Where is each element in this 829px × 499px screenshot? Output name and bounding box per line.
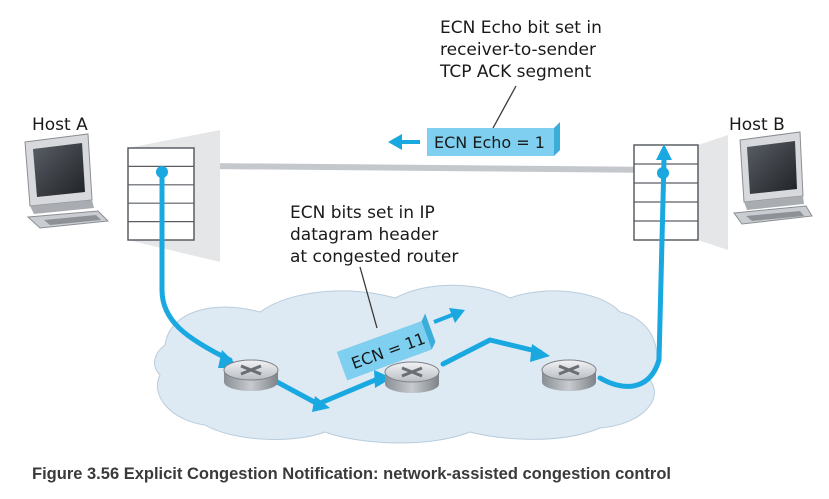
echo-note-leader [492, 85, 517, 129]
ecn-echo-tag-text: ECN Echo = 1 [434, 133, 545, 152]
ecn-echo-tag: ECN Echo = 1 [427, 122, 560, 156]
echo-note-line-2: receiver-to-sender [440, 40, 596, 60]
host-a-flow-dot [156, 166, 168, 178]
router-1 [223, 359, 279, 391]
host-a-label: Host A [32, 115, 88, 135]
host-b-flow-dot [657, 167, 669, 179]
host-a-computer [24, 133, 110, 229]
host-b-protocol-stack [633, 135, 728, 250]
data-flow-arrowheads [218, 144, 672, 412]
ecn-note-leader [359, 266, 378, 329]
router-3 [541, 359, 597, 391]
ecn-note-line-3: at congested router [290, 247, 458, 267]
ecn-11-direction-arrow [433, 308, 465, 324]
router-2 [384, 361, 440, 393]
echo-note-line-1: ECN Echo bit set in [440, 18, 602, 38]
ecn-note-line-2: datagram header [290, 225, 438, 245]
ecn-echo-direction-arrow [388, 134, 420, 150]
host-b-computer [733, 131, 813, 225]
host-a-protocol-stack [127, 130, 220, 262]
ack-return-arrow [193, 158, 663, 174]
ecn-note-line-1: ECN bits set in IP [290, 203, 435, 223]
figure-caption: Figure 3.56 Explicit Congestion Notifica… [32, 465, 671, 483]
host-b-label: Host B [729, 115, 785, 135]
echo-note-line-3: TCP ACK segment [439, 62, 592, 82]
